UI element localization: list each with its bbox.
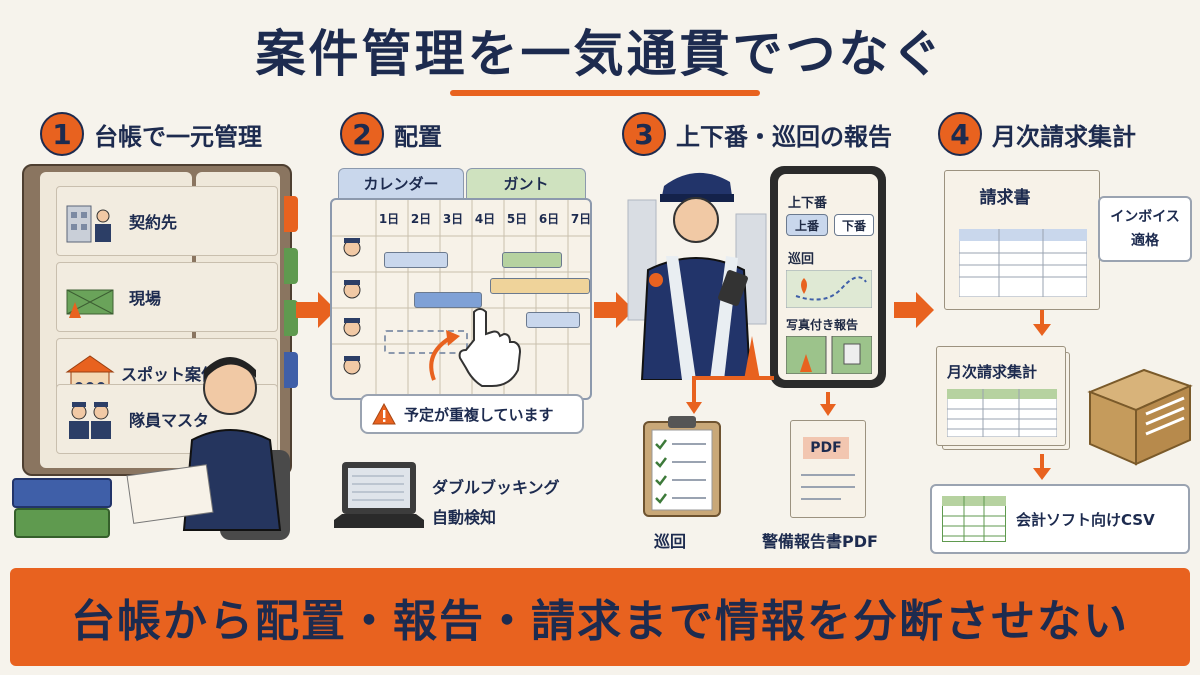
warning-icon xyxy=(372,403,396,425)
invoice-title: 請求書 xyxy=(979,188,1031,208)
blue-book-stack xyxy=(12,478,112,508)
monthly-summary-document[interactable]: 月次請求集計 xyxy=(936,346,1066,446)
csv-export-box[interactable]: 会計ソフト向けCSV xyxy=(930,484,1190,554)
step-4-number: 4 xyxy=(938,112,982,156)
worker-icon xyxy=(126,357,290,540)
arrow-right-icon xyxy=(894,292,934,328)
pdf-document[interactable]: PDF xyxy=(790,420,866,518)
day-label: 5日 xyxy=(506,212,528,226)
schedule-bar[interactable] xyxy=(384,252,448,268)
step-3-number: 3 xyxy=(622,112,666,156)
step-1-number: 1 xyxy=(40,112,84,156)
schedule-bar-dragging[interactable] xyxy=(414,292,482,308)
day-label: 2日 xyxy=(410,212,432,226)
office-worker-figure xyxy=(120,340,300,540)
report-arrows-icon xyxy=(686,376,836,416)
step-2-label: 配置 xyxy=(394,122,442,151)
step-2-number: 2 xyxy=(340,112,384,156)
summary-table-icon xyxy=(947,389,1057,437)
shift-on-button[interactable]: 上番 xyxy=(786,214,828,236)
ledger-row-site[interactable]: 現場 xyxy=(56,262,278,332)
arrow-right-icon xyxy=(296,292,336,328)
green-book xyxy=(14,508,110,538)
warning-text: 予定が重複しています xyxy=(404,405,554,424)
ledger-tab-orange xyxy=(284,196,298,232)
security-guard-icon xyxy=(627,172,767,380)
step-4-label: 月次請求集計 xyxy=(992,122,1136,151)
page-title: 案件管理を一気通貫でつなぐ xyxy=(255,25,945,83)
map-icon[interactable] xyxy=(786,270,872,308)
invoice-badge-line-1: インボイス xyxy=(1110,209,1180,225)
invoice-document[interactable]: 請求書 xyxy=(944,170,1100,310)
step-3-label: 上下番・巡回の報告 xyxy=(676,122,892,151)
day-label: 6日 xyxy=(538,212,560,226)
building-icon xyxy=(66,205,111,243)
schedule-bar[interactable] xyxy=(526,312,580,328)
step-4-heading: 4 月次請求集計 xyxy=(938,112,1136,156)
schedule-bar[interactable] xyxy=(490,278,590,294)
step-3-heading: 3 上下番・巡回の報告 xyxy=(622,112,892,156)
tab-calendar[interactable]: カレンダー xyxy=(338,168,464,198)
invoice-badge: インボイス 適格 xyxy=(1098,196,1192,262)
csv-label: 会計ソフト向けCSV xyxy=(1016,510,1155,529)
invoice-badge-line-2: 適格 xyxy=(1131,233,1159,249)
monthly-summary-title: 月次請求集計 xyxy=(947,363,1038,381)
double-booking-caption-2: 自動検知 xyxy=(432,508,497,527)
arrow-right-icon xyxy=(594,292,634,328)
phone-section-photo: 写真付き報告 xyxy=(786,318,859,332)
phone-screen: 上下番 上番 下番 巡回 写真付き報告 xyxy=(778,174,878,380)
ledger-tab-green-2 xyxy=(284,300,298,336)
overlap-warning: 予定が重複しています xyxy=(360,394,584,434)
ledger-item-label: スポット案件 xyxy=(121,365,218,384)
phone-section-shift: 上下番 xyxy=(788,196,828,211)
photo-thumbnails-icon[interactable] xyxy=(786,336,872,374)
grid-lines xyxy=(332,200,590,398)
day-label: 3日 xyxy=(442,212,464,226)
title-underline xyxy=(450,90,760,96)
pdf-label: 警備報告書PDF xyxy=(762,532,878,551)
schedule-bar[interactable] xyxy=(502,252,562,268)
ledger-tab-green xyxy=(284,248,298,284)
day-label: 4日 xyxy=(474,212,496,226)
step-1-heading: 1 台帳で一元管理 xyxy=(40,112,262,156)
hand-cursor-icon xyxy=(429,308,522,387)
ledger-item-label: 現場 xyxy=(129,289,162,308)
shift-off-button[interactable]: 下番 xyxy=(834,214,874,236)
laptop-icon xyxy=(334,462,424,528)
document-lines-icon xyxy=(801,474,855,500)
clipboard-icon xyxy=(643,416,721,517)
step-1-label: 台帳で一元管理 xyxy=(94,122,262,151)
smartphone: 上下番 上番 下番 巡回 写真付き報告 xyxy=(770,166,886,388)
ledger-item-label: 隊員マスタ xyxy=(129,411,210,430)
ledger-item-label: 契約先 xyxy=(129,213,178,232)
arrow-down-icon xyxy=(1033,310,1051,336)
summary-banner: 台帳から配置・報告・請求まで情報を分断させない xyxy=(10,568,1190,666)
tab-gantt[interactable]: ガント xyxy=(466,168,586,198)
spreadsheet-icon xyxy=(942,496,1006,542)
double-booking-caption-1: ダブルブッキング xyxy=(432,478,560,497)
ledger-tab-blue xyxy=(284,352,298,388)
day-label: 1日 xyxy=(378,212,400,226)
invoice-table-icon xyxy=(959,229,1087,297)
drop-placeholder xyxy=(384,330,468,354)
guard-avatars-icon xyxy=(343,238,361,375)
guards-icon xyxy=(69,402,111,439)
file-box-icon xyxy=(1087,368,1193,466)
arrow-down-icon xyxy=(1033,454,1051,480)
step-2-heading: 2 配置 xyxy=(340,112,442,156)
phone-section-patrol: 巡回 xyxy=(788,252,815,267)
pdf-badge: PDF xyxy=(803,437,849,459)
day-label: 7日 xyxy=(570,212,592,226)
construction-site-icon xyxy=(66,289,114,318)
clipboard-label: 巡回 xyxy=(654,532,687,551)
ledger-row-client[interactable]: 契約先 xyxy=(56,186,278,256)
